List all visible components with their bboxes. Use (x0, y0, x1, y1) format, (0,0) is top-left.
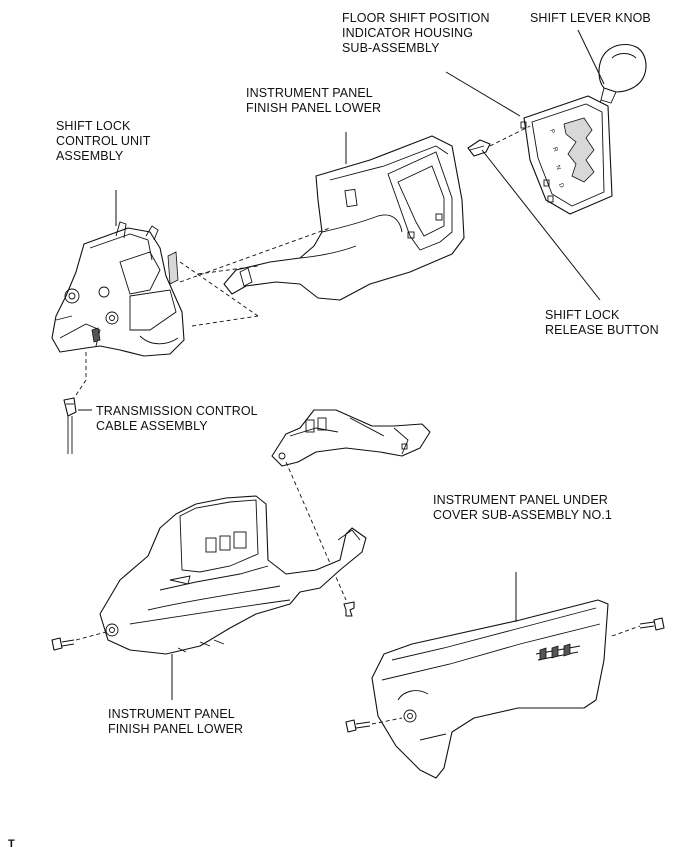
label-line: ASSEMBLY (56, 149, 124, 163)
label-line: FINISH PANEL LOWER (108, 722, 244, 736)
label-line: CABLE ASSEMBLY (96, 419, 208, 433)
label-line: FINISH PANEL LOWER (246, 101, 382, 115)
label-shift-lock-release-button: SHIFT LOCK RELEASE BUTTON (545, 308, 659, 338)
indicator-letters: P R N D (548, 129, 564, 190)
shift-lock-release-button (467, 125, 531, 157)
label-shift-lock-control-unit: SHIFT LOCK CONTROL UNIT ASSEMBLY (56, 119, 151, 164)
indicator-letter-n: N (554, 165, 561, 171)
align-line-cable (73, 352, 87, 399)
leader-floor-shift-housing (445, 71, 521, 117)
align-line-1 (179, 227, 331, 283)
screw-right (639, 617, 665, 631)
label-line: COVER SUB-ASSEMBLY NO.1 (433, 508, 612, 522)
label-floor-shift-housing: FLOOR SHIFT POSITION INDICATOR HOUSING S… (342, 11, 490, 56)
screw-bottom (345, 719, 371, 733)
shift-lever-knob (589, 43, 647, 141)
corner-mark: T (8, 838, 15, 850)
under-cover-sub-assembly (371, 599, 609, 779)
label-shift-lever-knob: SHIFT LEVER KNOB (530, 11, 651, 26)
label-finish-panel-lower-bottom: INSTRUMENT PANEL FINISH PANEL LOWER (108, 707, 243, 737)
align-line-screw-right (611, 625, 641, 637)
label-line: RELEASE BUTTON (545, 323, 659, 337)
label-line: INSTRUMENT PANEL (108, 707, 235, 721)
finish-panel-upper-bracket (271, 409, 431, 467)
align-line-2 (179, 261, 259, 317)
label-line: INSTRUMENT PANEL UNDER (433, 493, 608, 507)
label-line: INSTRUMENT PANEL (246, 86, 373, 100)
label-line: SHIFT LOCK (56, 119, 131, 133)
indicator-letter-d: D (557, 183, 564, 190)
align-line-screw-left (75, 631, 107, 641)
leader-shift-lever-knob (577, 29, 605, 85)
finish-panel-lower-lower-part (99, 495, 367, 655)
label-line: SHIFT LOCK (545, 308, 620, 322)
label-line: SUB-ASSEMBLY (342, 41, 440, 55)
label-line: TRANSMISSION CONTROL (96, 404, 258, 418)
label-finish-panel-lower-top: INSTRUMENT PANEL FINISH PANEL LOWER (246, 86, 381, 116)
indicator-letter-p: P (548, 129, 555, 135)
indicator-letter-r: R (551, 147, 558, 154)
label-line: FLOOR SHIFT POSITION (342, 11, 490, 25)
transmission-control-cable (63, 397, 77, 454)
clip-fastener (343, 601, 355, 617)
label-line: SHIFT LEVER KNOB (530, 11, 651, 25)
label-line: INDICATOR HOUSING (342, 26, 474, 40)
align-line-4 (197, 265, 259, 275)
leader-release-button (481, 149, 601, 301)
label-under-cover: INSTRUMENT PANEL UNDER COVER SUB-ASSEMBL… (433, 493, 612, 523)
floor-shift-indicator-housing: P R N D (520, 95, 613, 215)
label-line: CONTROL UNIT (56, 134, 151, 148)
screw-left (51, 637, 75, 651)
finish-panel-lower-upper-part (223, 135, 465, 301)
align-line-screw-bottom (371, 717, 403, 725)
align-line-3 (191, 315, 259, 327)
label-transmission-control-cable: TRANSMISSION CONTROL CABLE ASSEMBLY (96, 404, 258, 434)
shift-lock-control-unit (51, 221, 185, 357)
